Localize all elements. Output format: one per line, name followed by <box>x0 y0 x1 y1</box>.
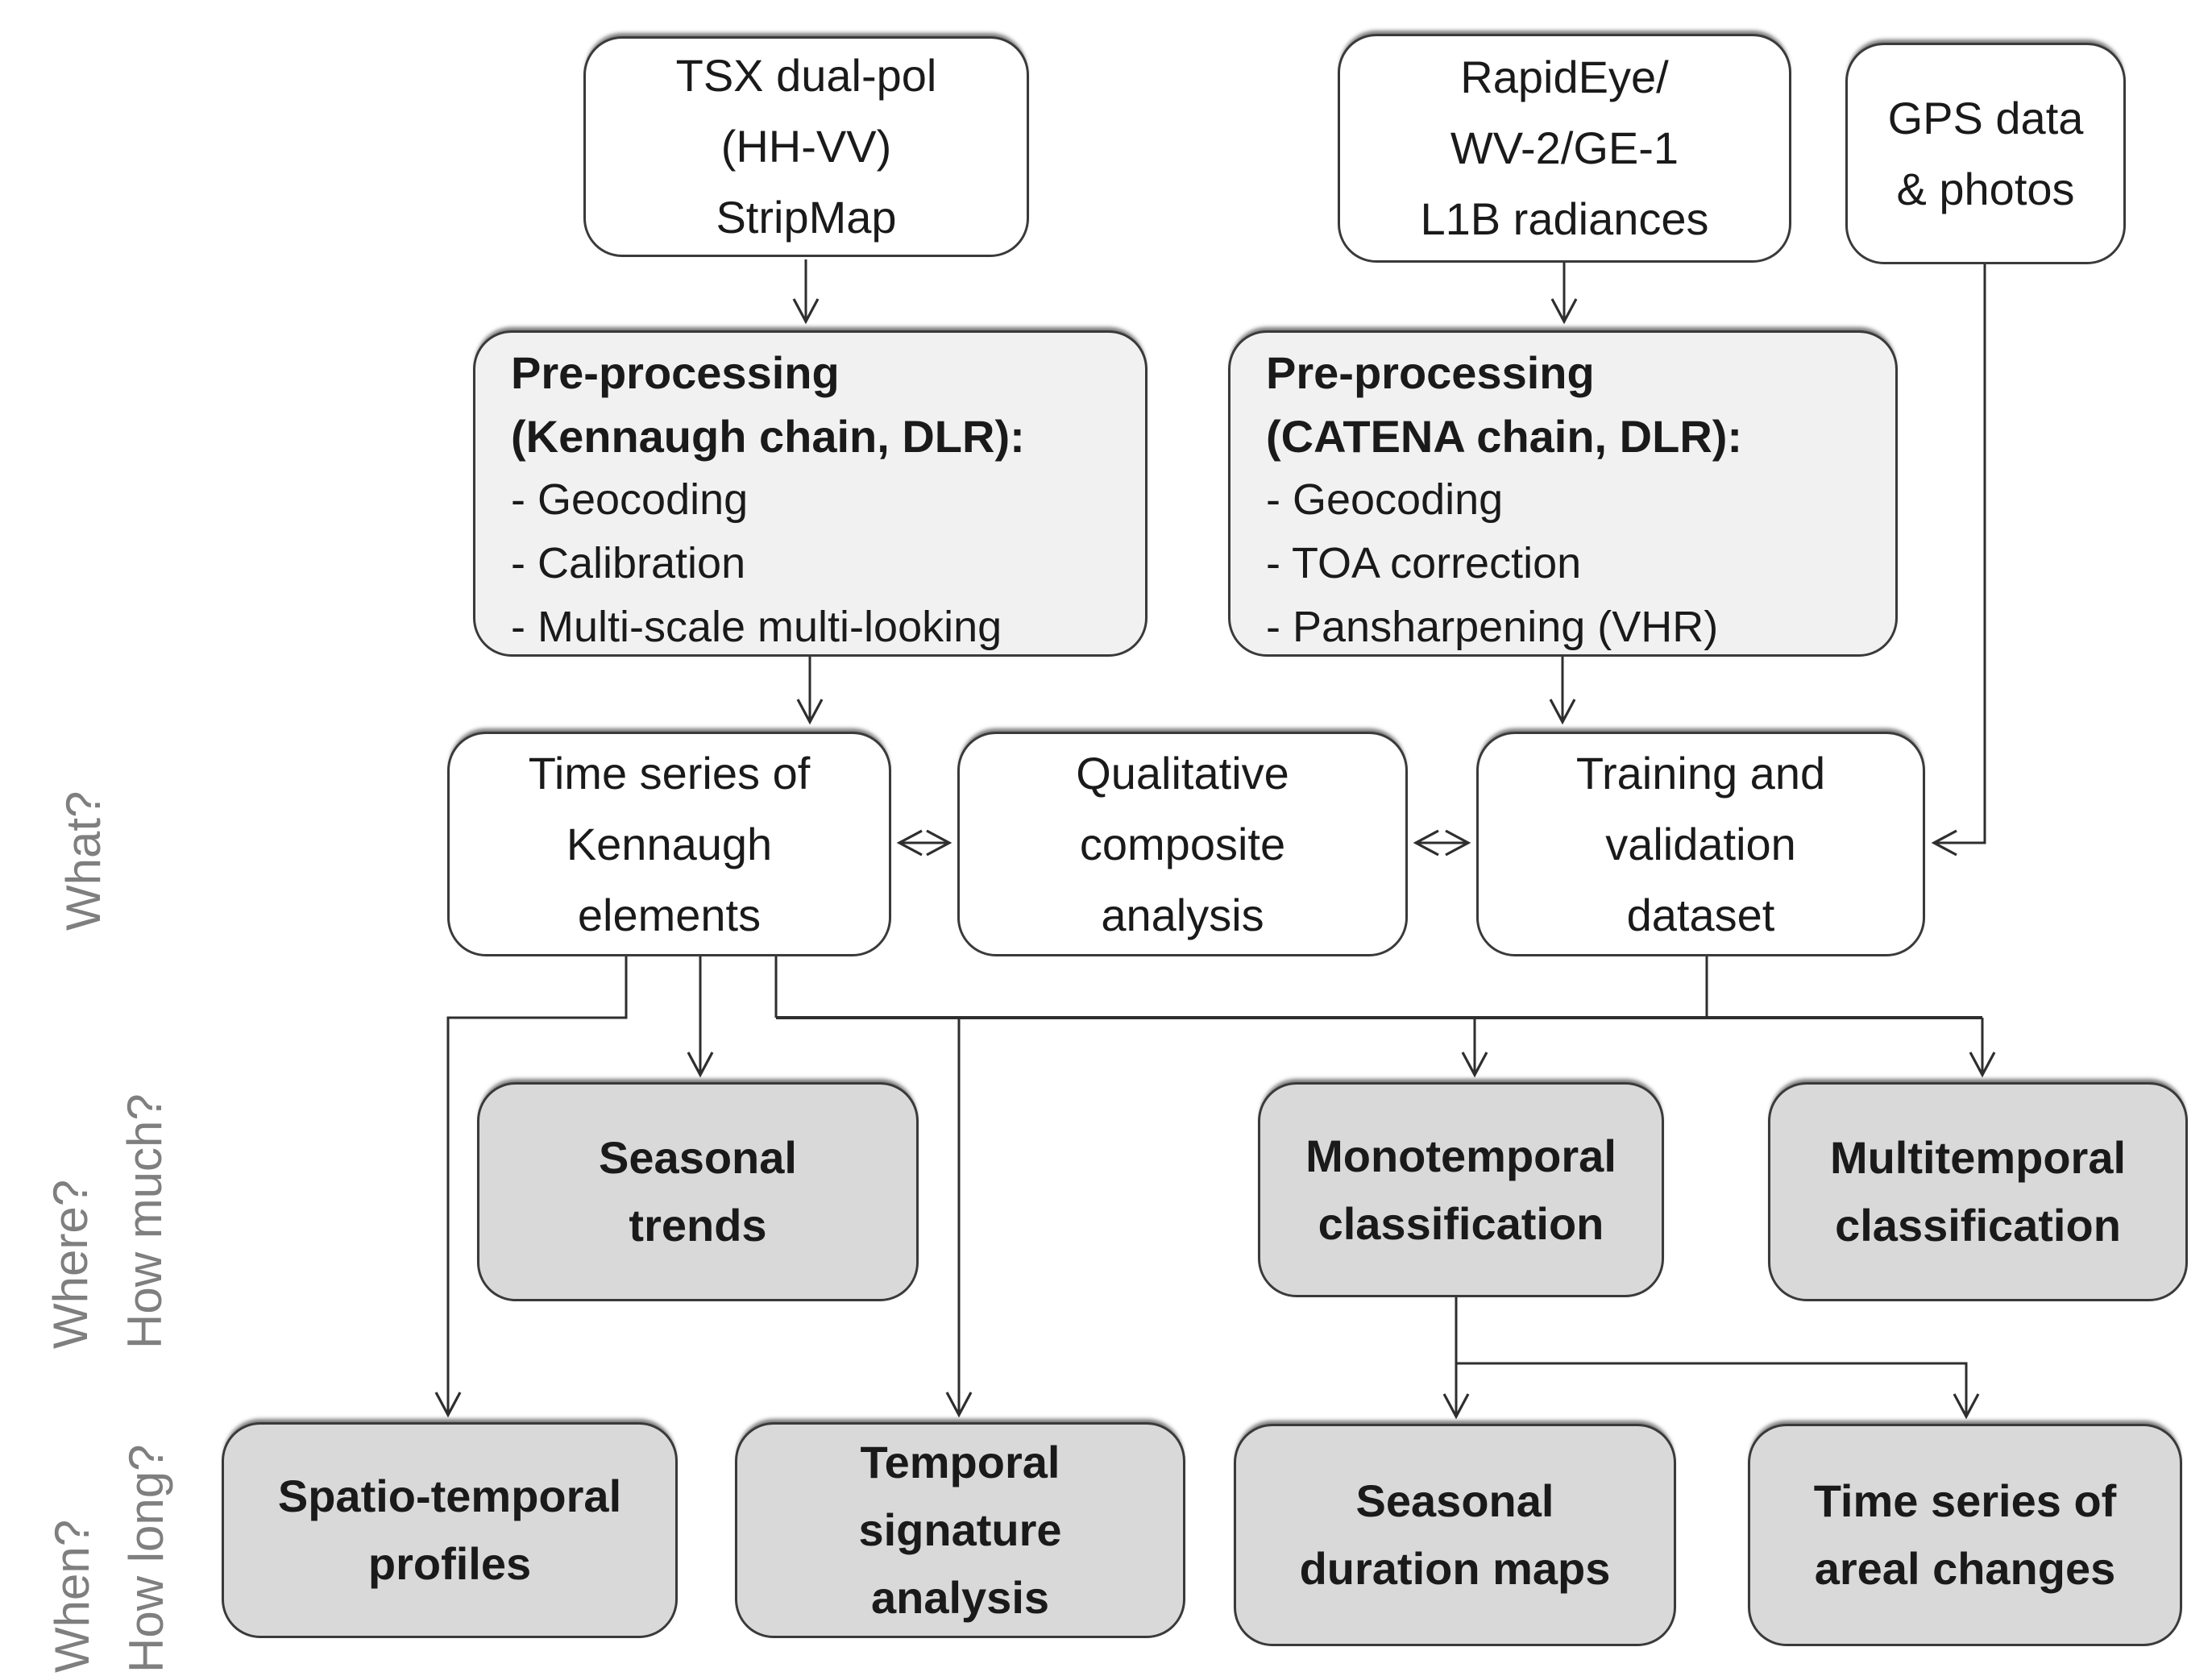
node-seasonal-trends: Seasonal trends <box>477 1082 919 1301</box>
preprocessing-sar-item: - Multi-scale multi-looking <box>511 603 1002 651</box>
node-gps-input: GPS data & photos <box>1845 43 2126 264</box>
node-training-dataset: Training and validation dataset <box>1476 732 1925 956</box>
node-preprocessing-sar: Pre-processing (Kennaugh chain, DLR): - … <box>473 330 1148 657</box>
node-optical-input: RapidEye/ WV-2/GE-1 L1B radiances <box>1338 34 1791 263</box>
node-areal-changes-series: Time series of areal changes <box>1748 1424 2182 1646</box>
node-seasonal-duration-maps: Seasonal duration maps <box>1234 1424 1676 1646</box>
arrow-kennaugh-to-spatio-temporal <box>434 956 628 1418</box>
node-kennaugh-series: Time series of Kennaugh elements <box>447 732 891 956</box>
side-label-what: What? <box>56 790 110 931</box>
arrow-monotemporal-to-areal-changes <box>1456 1362 1980 1420</box>
preprocessing-catena-item: - Geocoding <box>1266 475 1504 524</box>
preprocessing-sar-item: - Calibration <box>511 539 746 587</box>
preprocessing-catena-title: Pre-processing (CATENA chain, DLR): <box>1266 347 1743 462</box>
arrow-gps-to-training-dataset <box>1931 264 1986 857</box>
node-monotemporal-classification: Monotemporal classification <box>1258 1082 1664 1297</box>
preprocessing-catena-item: - TOA correction <box>1266 539 1582 587</box>
side-label-where-how-much: Where? How much? <box>44 1093 172 1349</box>
node-multitemporal-classification: Multitemporal classification <box>1768 1082 2188 1301</box>
node-preprocessing-catena: Pre-processing (CATENA chain, DLR): - Ge… <box>1228 330 1898 657</box>
node-qualitative-analysis: Qualitative composite analysis <box>957 732 1408 956</box>
node-temporal-signature-analysis: Temporal signature analysis <box>735 1422 1185 1638</box>
node-spatio-temporal-profiles: Spatio-temporal profiles <box>222 1422 678 1638</box>
side-label-when-how-long: When? How long? <box>45 1444 173 1673</box>
node-tsx-input: TSX dual-pol (HH-VV) StripMap <box>583 36 1029 257</box>
preprocessing-sar-item: - Geocoding <box>511 475 749 524</box>
preprocessing-sar-title: Pre-processing (Kennaugh chain, DLR): <box>511 347 1025 462</box>
preprocessing-catena-item: - Pansharpening (VHR) <box>1266 603 1719 651</box>
